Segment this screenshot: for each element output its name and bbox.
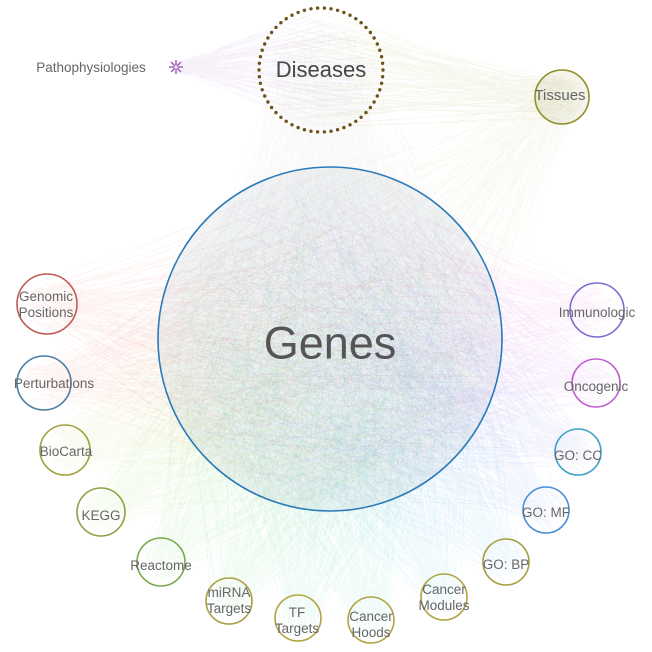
edge-fan-tissues-diseases bbox=[264, 11, 581, 128]
star-spoke bbox=[170, 67, 176, 73]
edge-fan-perturbations-genes bbox=[21, 178, 487, 500]
dot bbox=[257, 75, 262, 79]
edge-fan-immunologic-genes bbox=[171, 182, 620, 501]
dot bbox=[329, 129, 333, 133]
edge-fan-biocarta-genes bbox=[45, 182, 493, 491]
dot bbox=[263, 94, 267, 98]
node-genes[interactable] bbox=[157, 166, 503, 512]
dot bbox=[359, 21, 363, 25]
node-pathophysiologies-star[interactable] bbox=[169, 60, 183, 74]
dot bbox=[260, 88, 264, 92]
dot bbox=[380, 75, 385, 79]
dot bbox=[266, 100, 270, 104]
dot bbox=[274, 110, 278, 115]
dot bbox=[372, 36, 376, 40]
node-tf_targets[interactable] bbox=[274, 594, 322, 642]
edge-fan-kegg-genes bbox=[80, 174, 483, 531]
dot bbox=[364, 110, 368, 115]
dot bbox=[364, 25, 368, 30]
dot bbox=[335, 8, 340, 12]
dot bbox=[359, 115, 363, 120]
dot bbox=[290, 13, 294, 17]
dot bbox=[258, 81, 263, 86]
dot bbox=[354, 119, 358, 124]
dot bbox=[381, 68, 385, 72]
dot bbox=[269, 30, 274, 35]
dot bbox=[378, 88, 382, 92]
dot bbox=[379, 55, 384, 59]
dot bbox=[342, 125, 346, 130]
edge-fan-genomic_positions-genes bbox=[23, 183, 485, 500]
dot bbox=[379, 81, 384, 86]
edge-fan-mirna_targets-genes bbox=[176, 185, 497, 620]
dot bbox=[302, 8, 307, 12]
node-reactome[interactable] bbox=[136, 537, 186, 587]
node-mirna_targets[interactable] bbox=[205, 577, 253, 625]
dot bbox=[302, 128, 307, 132]
dot bbox=[378, 48, 382, 52]
dot bbox=[375, 94, 379, 98]
dot bbox=[342, 10, 346, 15]
dot bbox=[368, 105, 373, 110]
node-oncogenic[interactable] bbox=[571, 358, 621, 408]
dot bbox=[263, 42, 267, 46]
node-cancer_modules[interactable] bbox=[420, 573, 468, 621]
dot bbox=[354, 17, 358, 21]
node-biocarta[interactable] bbox=[39, 424, 91, 476]
node-diseases-dotted-circle[interactable] bbox=[257, 6, 385, 134]
dot bbox=[290, 123, 294, 127]
edge-fan-go_cc-genes bbox=[175, 182, 597, 500]
star-spoke bbox=[176, 61, 182, 67]
dot bbox=[257, 61, 262, 65]
dot bbox=[368, 30, 373, 35]
edge-fan-tissues-genes bbox=[167, 75, 584, 497]
node-cancer_hoods[interactable] bbox=[347, 596, 395, 644]
edge-fan-cancer_modules-genes bbox=[184, 183, 490, 617]
dot bbox=[375, 42, 379, 46]
dot bbox=[279, 115, 283, 120]
dot bbox=[266, 36, 270, 40]
dot bbox=[257, 68, 261, 72]
node-tissues[interactable] bbox=[534, 69, 590, 125]
dot bbox=[315, 130, 320, 134]
dot bbox=[296, 10, 300, 15]
dot bbox=[260, 48, 264, 52]
dot bbox=[309, 129, 313, 133]
dot bbox=[269, 105, 274, 110]
node-go_mf[interactable] bbox=[522, 486, 570, 534]
dot bbox=[348, 13, 352, 17]
node-go_bp[interactable] bbox=[482, 538, 530, 586]
dot bbox=[284, 17, 288, 21]
edge-fan-go_bp-genes bbox=[166, 177, 525, 582]
dot bbox=[322, 130, 327, 134]
node-genomic_positions[interactable] bbox=[16, 273, 78, 335]
dot bbox=[322, 6, 327, 10]
dot bbox=[296, 125, 300, 130]
node-perturbations[interactable] bbox=[16, 355, 72, 411]
dot bbox=[284, 119, 288, 124]
dot bbox=[274, 25, 278, 30]
dot bbox=[258, 55, 263, 59]
star-spoke bbox=[170, 61, 176, 67]
dot bbox=[348, 123, 352, 127]
dot bbox=[309, 7, 313, 11]
edge-fan-oncogenic-genes bbox=[170, 177, 616, 475]
node-immunologic[interactable] bbox=[569, 282, 625, 338]
edge-fan-tf_targets-genes bbox=[166, 179, 486, 637]
edge-fan-diseases-genes bbox=[170, 17, 495, 502]
edge-fan-go_mf-genes bbox=[183, 176, 566, 529]
edge-fan-pathophysiologies-diseases bbox=[170, 12, 381, 128]
dot bbox=[329, 7, 333, 11]
node-go_cc[interactable] bbox=[554, 428, 602, 476]
dot bbox=[372, 100, 376, 104]
dot bbox=[380, 61, 385, 65]
star-spoke bbox=[176, 67, 182, 73]
node-kegg[interactable] bbox=[76, 487, 126, 537]
dot bbox=[315, 6, 320, 10]
dot bbox=[335, 128, 340, 132]
dot bbox=[279, 21, 283, 25]
